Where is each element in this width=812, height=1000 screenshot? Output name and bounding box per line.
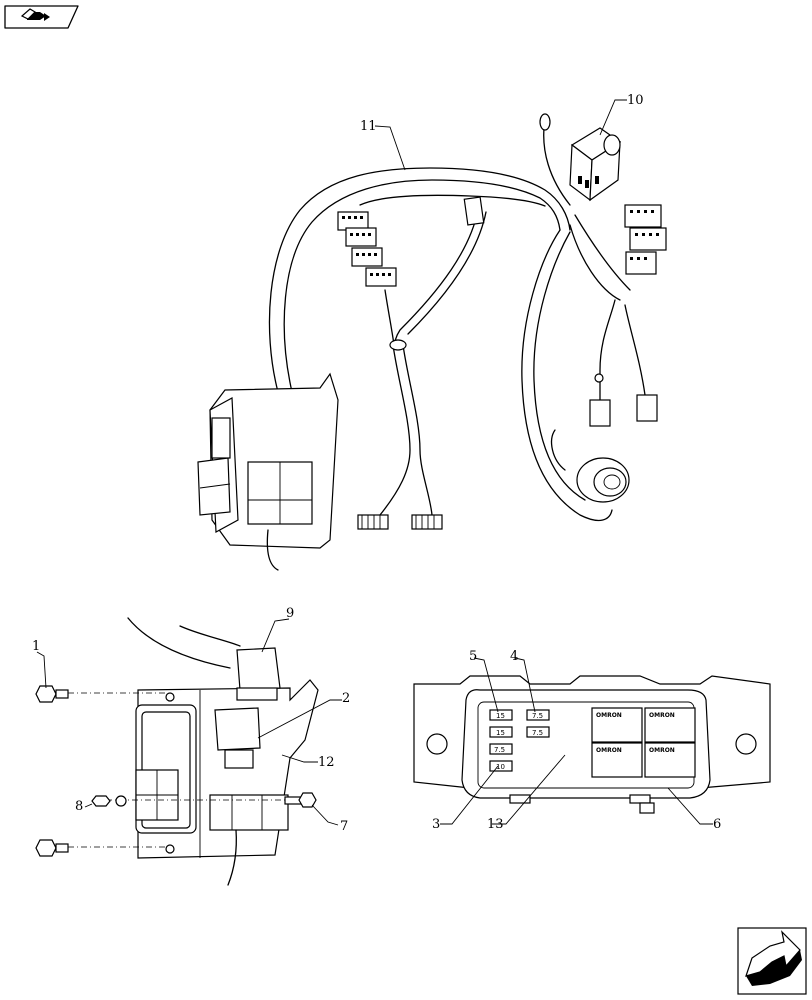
callout-2: 2 — [342, 691, 350, 706]
callout-labels: 1 2 3 4 5 6 7 8 9 10 11 12 13 — [32, 93, 721, 834]
callout-12: 12 — [318, 755, 335, 770]
leader-lines — [36, 99, 713, 826]
relay-label: OMRON — [649, 712, 675, 719]
nut-8 — [91, 795, 127, 807]
grommet-plug — [576, 457, 630, 503]
relay-panel — [591, 707, 696, 778]
fuse-panel — [489, 709, 550, 772]
fuse-relay-box — [413, 675, 771, 814]
fuse-label: 7.5 — [532, 729, 543, 737]
screw-lower — [35, 839, 69, 857]
callout-5: 5 — [469, 649, 477, 664]
fuse-label: 15 — [496, 729, 505, 737]
fuse-label: 7.5 — [532, 712, 543, 720]
relay-label: OMRON — [596, 747, 622, 754]
bracket-assembly — [35, 617, 319, 886]
multi-pin-connector — [624, 204, 667, 275]
wiring-harness — [268, 167, 667, 530]
bolt-7 — [284, 792, 317, 808]
fuse-labels: 15 7.5 15 7.5 7.5 10 — [494, 712, 543, 771]
callout-4: 4 — [510, 649, 518, 664]
terminal-connector — [589, 394, 658, 427]
callout-9: 9 — [286, 606, 294, 621]
book-arrow-icon[interactable] — [4, 5, 79, 29]
callout-10: 10 — [627, 93, 644, 108]
callout-11: 11 — [360, 119, 377, 134]
callout-8: 8 — [75, 799, 83, 814]
screw-1 — [35, 685, 69, 703]
callout-6: 6 — [713, 817, 721, 832]
fuse-label: 15 — [496, 712, 505, 720]
relay-labels: OMRON OMRON OMRON OMRON — [596, 712, 675, 754]
terminal-connector — [357, 514, 443, 530]
next-page-arrow-icon[interactable] — [737, 927, 807, 995]
relay-label: OMRON — [596, 712, 622, 719]
fuse-box-assembly — [197, 372, 339, 571]
multi-pin-connector — [337, 211, 397, 287]
callout-3: 3 — [432, 817, 440, 832]
callout-1: 1 — [32, 639, 40, 654]
callout-13: 13 — [487, 817, 504, 832]
fuse-label: 10 — [496, 763, 505, 771]
callout-7: 7 — [340, 819, 348, 834]
fuse-label: 7.5 — [494, 746, 505, 754]
toggle-switch — [539, 113, 622, 206]
relay-label: OMRON — [649, 747, 675, 754]
